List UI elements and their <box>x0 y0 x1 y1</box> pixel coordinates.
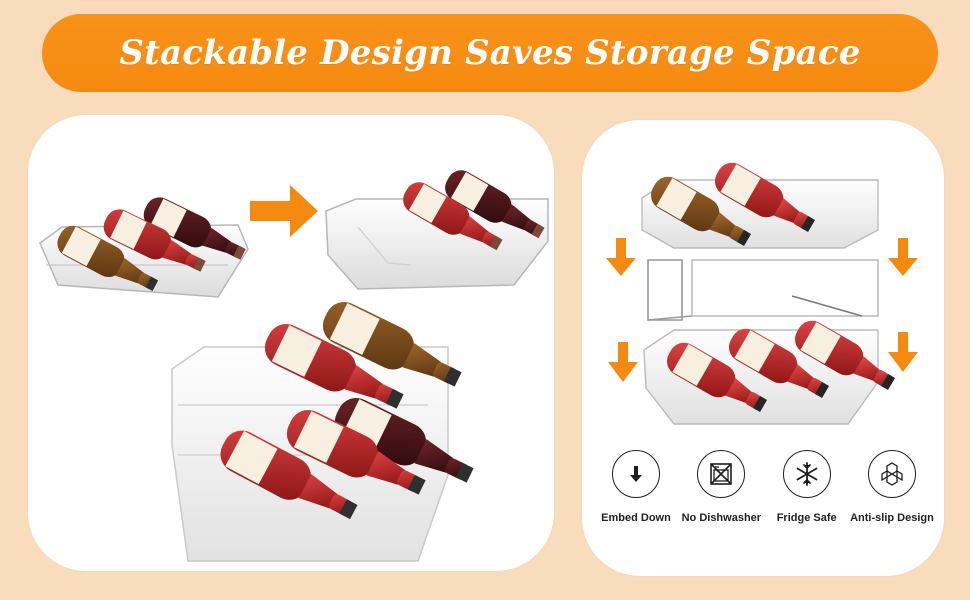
stacked-racks-icon <box>171 295 477 562</box>
title-banner: Stackable Design Saves Storage Space <box>42 14 938 92</box>
no-dishwasher-icon <box>697 450 746 498</box>
feature-label: No Dishwasher <box>681 512 762 524</box>
arrow-right-icon <box>250 185 318 237</box>
feature-anti-slip: Anti-slip Design <box>850 450 934 530</box>
feature-list: Embed Down No Dishwasher <box>594 450 934 530</box>
rack-with-bottles-icon <box>39 192 249 299</box>
feature-label: Fridge Safe <box>776 512 837 524</box>
upper-rack-icon <box>641 157 879 254</box>
rack-partial-icon <box>325 165 549 290</box>
feature-embed-down: Embed Down <box>594 450 678 530</box>
right-installation-panel: Embed Down No Dishwasher <box>582 120 944 576</box>
feature-label: Embed Down <box>601 512 671 524</box>
left-showcase-panel <box>28 115 554 571</box>
lower-rack-icon <box>643 315 899 425</box>
embed-down-icon <box>612 450 660 498</box>
feature-fridge-safe: Fridge Safe <box>765 450 849 530</box>
anti-slip-icon <box>867 450 916 498</box>
left-illustration <box>39 165 549 562</box>
fridge-safe-icon <box>782 450 831 498</box>
arrow-down-icon <box>606 238 918 382</box>
feature-label: Anti-slip Design <box>850 512 934 524</box>
feature-no-dishwasher: No Dishwasher <box>679 450 763 530</box>
banner-title: Stackable Design Saves Storage Space <box>119 33 861 73</box>
rack-frame-icon <box>647 259 879 321</box>
right-illustration <box>606 157 918 425</box>
